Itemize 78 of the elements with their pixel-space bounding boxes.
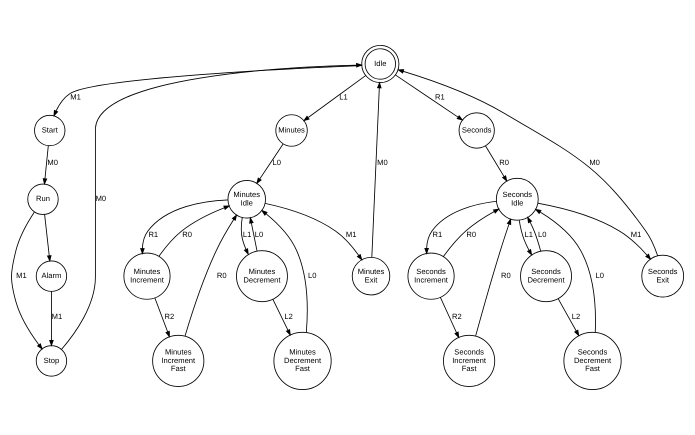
arrow — [424, 200, 497, 255]
arrow — [260, 210, 308, 333]
node-circle: Seconds Increment — [408, 252, 455, 300]
arrow — [256, 144, 284, 184]
arrow — [184, 214, 238, 336]
arrow — [49, 291, 54, 347]
edge-label: R0 — [182, 230, 192, 240]
edge-label: L0 — [254, 230, 264, 240]
arrow — [140, 200, 228, 255]
edge-label: L0 — [538, 230, 546, 240]
node-circle: Minutes — [275, 114, 308, 147]
edge-label: R1 — [435, 92, 445, 102]
node-circle: Minutes Idle — [228, 180, 266, 218]
arrow — [534, 208, 596, 333]
arrow — [302, 75, 366, 122]
edge-label: R0 — [216, 271, 227, 280]
edge-label: L0 — [308, 271, 316, 280]
arrow — [11, 212, 43, 350]
edge-label: L1 — [524, 230, 533, 240]
edge-label: R0 — [499, 158, 510, 168]
arrow — [537, 202, 652, 260]
node-circle: Minutes Exit — [352, 256, 390, 296]
edge-label: M0 — [589, 158, 600, 168]
arrow — [394, 74, 464, 121]
edge-label: M1 — [70, 92, 81, 102]
node-circle: Seconds Decrement Fast — [563, 332, 622, 390]
edge-label: R1 — [148, 230, 158, 240]
node-circle: Seconds Exit — [641, 254, 684, 298]
arrow — [44, 214, 52, 262]
edge-label: L1 — [339, 92, 348, 102]
arrow — [264, 202, 362, 261]
node-circle: Run — [27, 184, 59, 215]
edge-label: R0 — [466, 230, 476, 240]
node-circle: Seconds — [458, 112, 495, 149]
node-circle: Stop — [36, 345, 68, 377]
edge-label: M1 — [346, 230, 356, 240]
edge-label: R1 — [432, 230, 442, 240]
edge-label: M1 — [52, 312, 62, 321]
arrow — [249, 216, 258, 252]
edge-label: L0 — [595, 271, 604, 280]
arrow — [558, 298, 580, 337]
arrow — [440, 296, 460, 338]
edge-label: M0 — [47, 158, 58, 168]
arrow — [475, 218, 512, 336]
node-circle: Start — [34, 114, 66, 146]
arrow — [272, 299, 291, 336]
edge-label: L2 — [572, 312, 580, 321]
arrow — [158, 205, 230, 257]
arrow — [42, 145, 49, 186]
node-circle: Alarm — [36, 260, 68, 292]
node-circle: Idle — [361, 44, 400, 83]
node-circle: Minutes Decrement Fast — [273, 332, 332, 390]
edge-label: R0 — [501, 271, 511, 280]
edge-label: R2 — [164, 312, 174, 321]
edge-label: L1 — [242, 230, 252, 240]
node-circle: Seconds Decrement — [520, 250, 572, 302]
node-circle: Seconds Increment Fast — [443, 334, 496, 387]
edge-label: M1 — [630, 230, 642, 240]
edge-label: M0 — [377, 158, 388, 168]
arrow — [518, 220, 532, 256]
arrow — [61, 62, 363, 350]
edge-label: L2 — [284, 312, 293, 321]
node-circle: Seconds Idle — [496, 178, 539, 221]
arrow — [442, 208, 500, 258]
arrow — [371, 82, 382, 258]
arrow — [397, 69, 658, 256]
arrow — [485, 145, 508, 182]
arrow — [527, 216, 542, 252]
edge-label: L0 — [272, 158, 281, 168]
node-circle: Minutes Increment — [123, 252, 170, 300]
edge-label: R2 — [452, 312, 462, 321]
node-circle: Minutes Decrement — [236, 250, 288, 302]
arrow — [240, 217, 249, 256]
edge-label: M0 — [96, 194, 106, 204]
arrow — [154, 297, 170, 338]
node-circle: Minutes Increment Fast — [152, 334, 204, 387]
arrow — [53, 65, 362, 117]
edge-label: M1 — [16, 271, 27, 280]
